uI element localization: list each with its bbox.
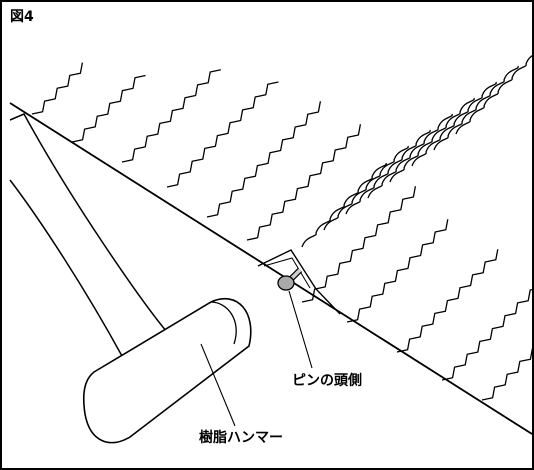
hammer-leader-line [200, 343, 236, 427]
pin-head [277, 275, 295, 291]
grouser-ridge [345, 129, 431, 215]
grouser-ridge [455, 55, 532, 135]
pin-recess [257, 249, 341, 315]
track-shoe-edge [166, 81, 279, 188]
track-shoe-edge [246, 124, 362, 241]
track-shoe-edge [31, 62, 84, 115]
track-shoe-edge [206, 101, 322, 218]
track-shoe-edge [121, 69, 221, 163]
pin-head-label: ピンの頭側 [292, 373, 362, 389]
grouser-ridge [323, 145, 409, 231]
track-frame-edge [9, 102, 532, 435]
track-shoe-edge [481, 348, 532, 401]
grouser-ridge [367, 113, 453, 199]
grouser-ridge [433, 65, 519, 151]
hammer-head-edge [210, 301, 237, 345]
figure-label: 図4 [10, 9, 34, 25]
pin-leader-line [288, 290, 313, 369]
track-shoe-edge [301, 186, 417, 303]
track-shoe-edge [441, 288, 532, 381]
track-shoe-edge [71, 74, 146, 143]
track-shoe-edge [396, 249, 499, 353]
track-shoe-edge [346, 219, 449, 323]
pin-recess-inner [263, 257, 311, 289]
hammer-handle [9, 113, 168, 357]
hammer-label: 樹脂ハンマー [199, 430, 283, 446]
track-shoe-edges [31, 55, 532, 401]
hammer-head [82, 297, 252, 444]
grouser-ridge [389, 97, 475, 183]
grouser-ridge [301, 162, 387, 248]
grouser-ridge [411, 81, 497, 167]
